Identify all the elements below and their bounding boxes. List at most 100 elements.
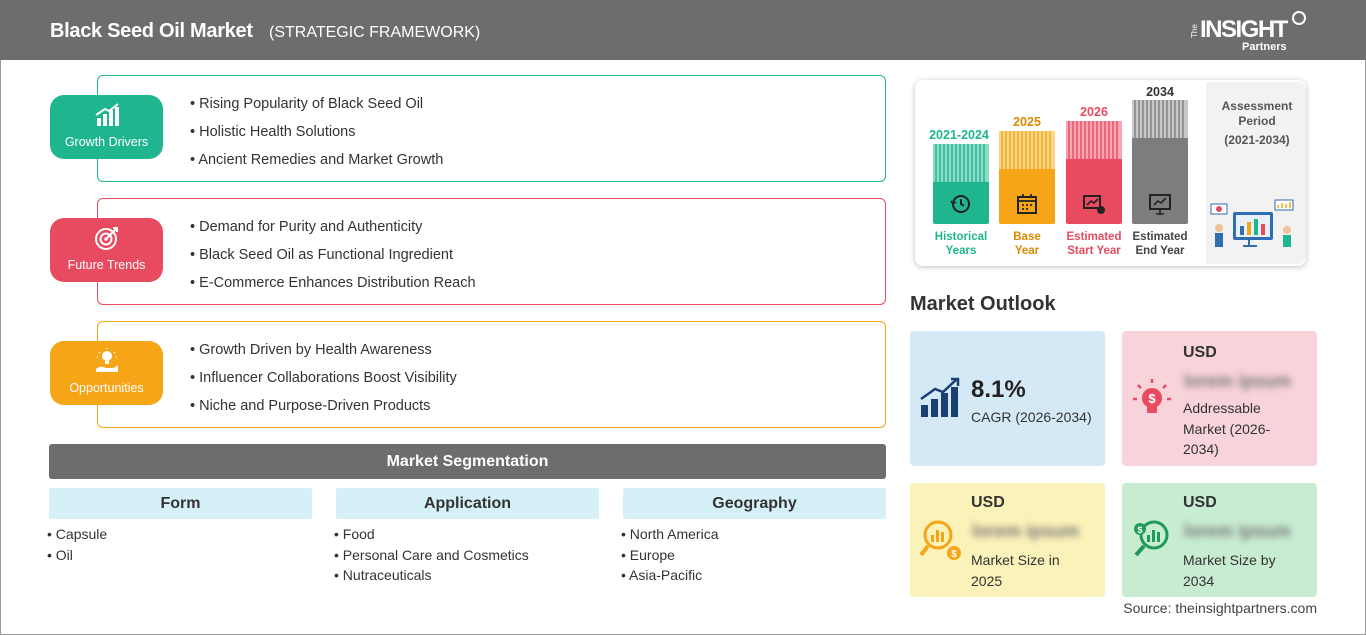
future-trends-badge: Future Trends bbox=[50, 218, 163, 282]
caption-line: Start Year bbox=[1067, 245, 1121, 257]
chart-start-icon bbox=[1083, 195, 1105, 214]
logo-partners-text: Partners bbox=[1242, 41, 1287, 53]
timeline-year-base: 2025 bbox=[1013, 115, 1041, 129]
list-item: Personal Care and Cosmetics bbox=[334, 546, 529, 567]
list-item: Oil bbox=[47, 546, 107, 567]
market-size-2025-tile: USD lorem ipsum $ Market Size in 2025 bbox=[910, 483, 1105, 597]
segment-heading-form: Form bbox=[49, 488, 312, 519]
opportunities-label: Opportunities bbox=[69, 381, 144, 395]
list-item: Food bbox=[334, 525, 529, 546]
assessment-period-label: Assessment Period (2021-2034) bbox=[1209, 99, 1305, 148]
size2025-value: lorem ipsum bbox=[972, 521, 1080, 541]
cagr-label: CAGR (2026-2034) bbox=[971, 409, 1092, 425]
timeline-bar-historical bbox=[933, 144, 989, 224]
svg-text:$: $ bbox=[951, 549, 957, 560]
opportunities-card: Growth Driven by Health Awareness Influe… bbox=[97, 321, 886, 428]
caption-line: Years bbox=[945, 245, 977, 257]
list-item: Niche and Purpose-Driven Products bbox=[190, 397, 457, 425]
cagr-tile: 8.1% CAGR (2026-2034) bbox=[910, 331, 1105, 466]
opportunities-list: Growth Driven by Health Awareness Influe… bbox=[190, 341, 457, 425]
assessment-line: Period bbox=[1238, 114, 1276, 128]
list-item: Asia-Pacific bbox=[621, 566, 719, 587]
label-line: 2025 bbox=[971, 572, 1003, 589]
list-item: Capsule bbox=[47, 525, 107, 546]
analyst-illustration-icon bbox=[1210, 199, 1294, 247]
addressable-label: Addressable Market (2026- 2034) bbox=[1183, 398, 1270, 460]
bar-stripes bbox=[1132, 100, 1188, 138]
bar-growth-icon bbox=[95, 103, 119, 126]
growth-chart-icon bbox=[920, 377, 960, 417]
source-credit[interactable]: Source: theinsightpartners.com bbox=[1123, 600, 1317, 616]
assessment-line: Assessment bbox=[1221, 99, 1293, 113]
page-title: Black Seed Oil Market bbox=[50, 20, 253, 42]
list-item: Influencer Collaborations Boost Visibili… bbox=[190, 369, 457, 397]
size2025-usd: USD bbox=[971, 494, 1005, 511]
list-item: Europe bbox=[621, 546, 719, 567]
list-item: Black Seed Oil as Functional Ingredient bbox=[190, 246, 476, 274]
list-item: Rising Popularity of Black Seed Oil bbox=[190, 95, 443, 123]
label-line: Addressable bbox=[1183, 400, 1261, 416]
future-trends-list: Demand for Purity and Authenticity Black… bbox=[190, 218, 476, 302]
geography-list: North America Europe Asia-Pacific bbox=[621, 525, 719, 587]
label-line: Market (2026- bbox=[1183, 420, 1271, 437]
label-line: 2034) bbox=[1183, 441, 1219, 457]
insight-partners-logo[interactable]: The INSIGHT Partners bbox=[1190, 10, 1310, 54]
logo-insight-text: INSIGHT bbox=[1200, 16, 1288, 43]
list-item: North America bbox=[621, 525, 719, 546]
magnifier-chart-icon: $ bbox=[919, 520, 961, 560]
timeline-bar-base bbox=[999, 131, 1055, 224]
size2034-value: lorem ipsum bbox=[1184, 521, 1292, 541]
opportunities-badge: Opportunities bbox=[50, 341, 163, 405]
growth-drivers-card: Rising Popularity of Black Seed Oil Holi… bbox=[97, 75, 886, 182]
list-item: Growth Driven by Health Awareness bbox=[190, 341, 457, 369]
timeline-caption-historical: Historical Years bbox=[921, 230, 1001, 258]
future-trends-card: Demand for Purity and Authenticity Black… bbox=[97, 198, 886, 305]
growth-drivers-label: Growth Drivers bbox=[64, 135, 149, 149]
lightbulb-hand-icon bbox=[96, 348, 118, 372]
label-line: Market Size in bbox=[971, 552, 1060, 568]
timeline-caption-base: Base Year bbox=[997, 230, 1057, 258]
bar-stripes bbox=[1066, 121, 1122, 159]
application-list: Food Personal Care and Cosmetics Nutrace… bbox=[334, 525, 529, 587]
bar-stripes bbox=[999, 131, 1055, 169]
svg-text:$: $ bbox=[1137, 525, 1142, 535]
growth-drivers-badge: Growth Drivers bbox=[50, 95, 163, 159]
timeline-caption-end: Estimated End Year bbox=[1126, 230, 1194, 258]
page-subtitle: (STRATEGIC FRAMEWORK) bbox=[269, 24, 481, 41]
assessment-line: (2021-2034) bbox=[1224, 133, 1290, 147]
caption-line: End Year bbox=[1135, 245, 1185, 257]
history-icon bbox=[950, 195, 970, 213]
target-icon bbox=[95, 227, 118, 250]
size2034-label: Market Size by 2034 bbox=[1183, 550, 1276, 591]
segment-heading-application: Application bbox=[336, 488, 599, 519]
size2025-label: Market Size in 2025 bbox=[971, 550, 1060, 591]
caption-line: Base bbox=[1013, 231, 1041, 243]
timeline-year-start: 2026 bbox=[1080, 105, 1108, 119]
presentation-icon bbox=[1149, 194, 1171, 215]
list-item: Demand for Purity and Authenticity bbox=[190, 218, 476, 246]
list-item: Holistic Health Solutions bbox=[190, 123, 443, 151]
caption-line: Estimated bbox=[1066, 231, 1122, 243]
list-item: Nutraceuticals bbox=[334, 566, 529, 587]
segment-heading-geography: Geography bbox=[623, 488, 886, 519]
header-bar: Black Seed Oil Market (STRATEGIC FRAMEWO… bbox=[0, 0, 1366, 60]
calendar-icon bbox=[1017, 194, 1037, 214]
timeline-bar-start bbox=[1066, 121, 1122, 224]
list-item: E-Commerce Enhances Distribution Reach bbox=[190, 274, 475, 302]
caption-line: Year bbox=[1014, 245, 1040, 257]
magnifier-chart-icon: $ bbox=[1134, 520, 1169, 557]
label-line: 2034 bbox=[1183, 572, 1215, 589]
timeline-year-end: 2034 bbox=[1146, 85, 1174, 99]
market-size-2034-tile: USD lorem ipsum $ Market Size by 2034 bbox=[1122, 483, 1317, 597]
growth-drivers-list: Rising Popularity of Black Seed Oil Holi… bbox=[190, 95, 443, 179]
svg-text:$: $ bbox=[1148, 391, 1156, 406]
list-item: Ancient Remedies and Market Growth bbox=[190, 151, 443, 179]
logo-the-text: The bbox=[1190, 24, 1199, 38]
addressable-usd: USD bbox=[1183, 344, 1217, 361]
timeline-caption-start: Estimated Start Year bbox=[1060, 230, 1128, 258]
form-list: Capsule Oil bbox=[47, 525, 107, 566]
cagr-value: 8.1% bbox=[971, 376, 1026, 403]
caption-line: Estimated bbox=[1132, 231, 1188, 243]
future-trends-label: Future Trends bbox=[67, 258, 146, 272]
timeline-bar-end bbox=[1132, 100, 1188, 224]
